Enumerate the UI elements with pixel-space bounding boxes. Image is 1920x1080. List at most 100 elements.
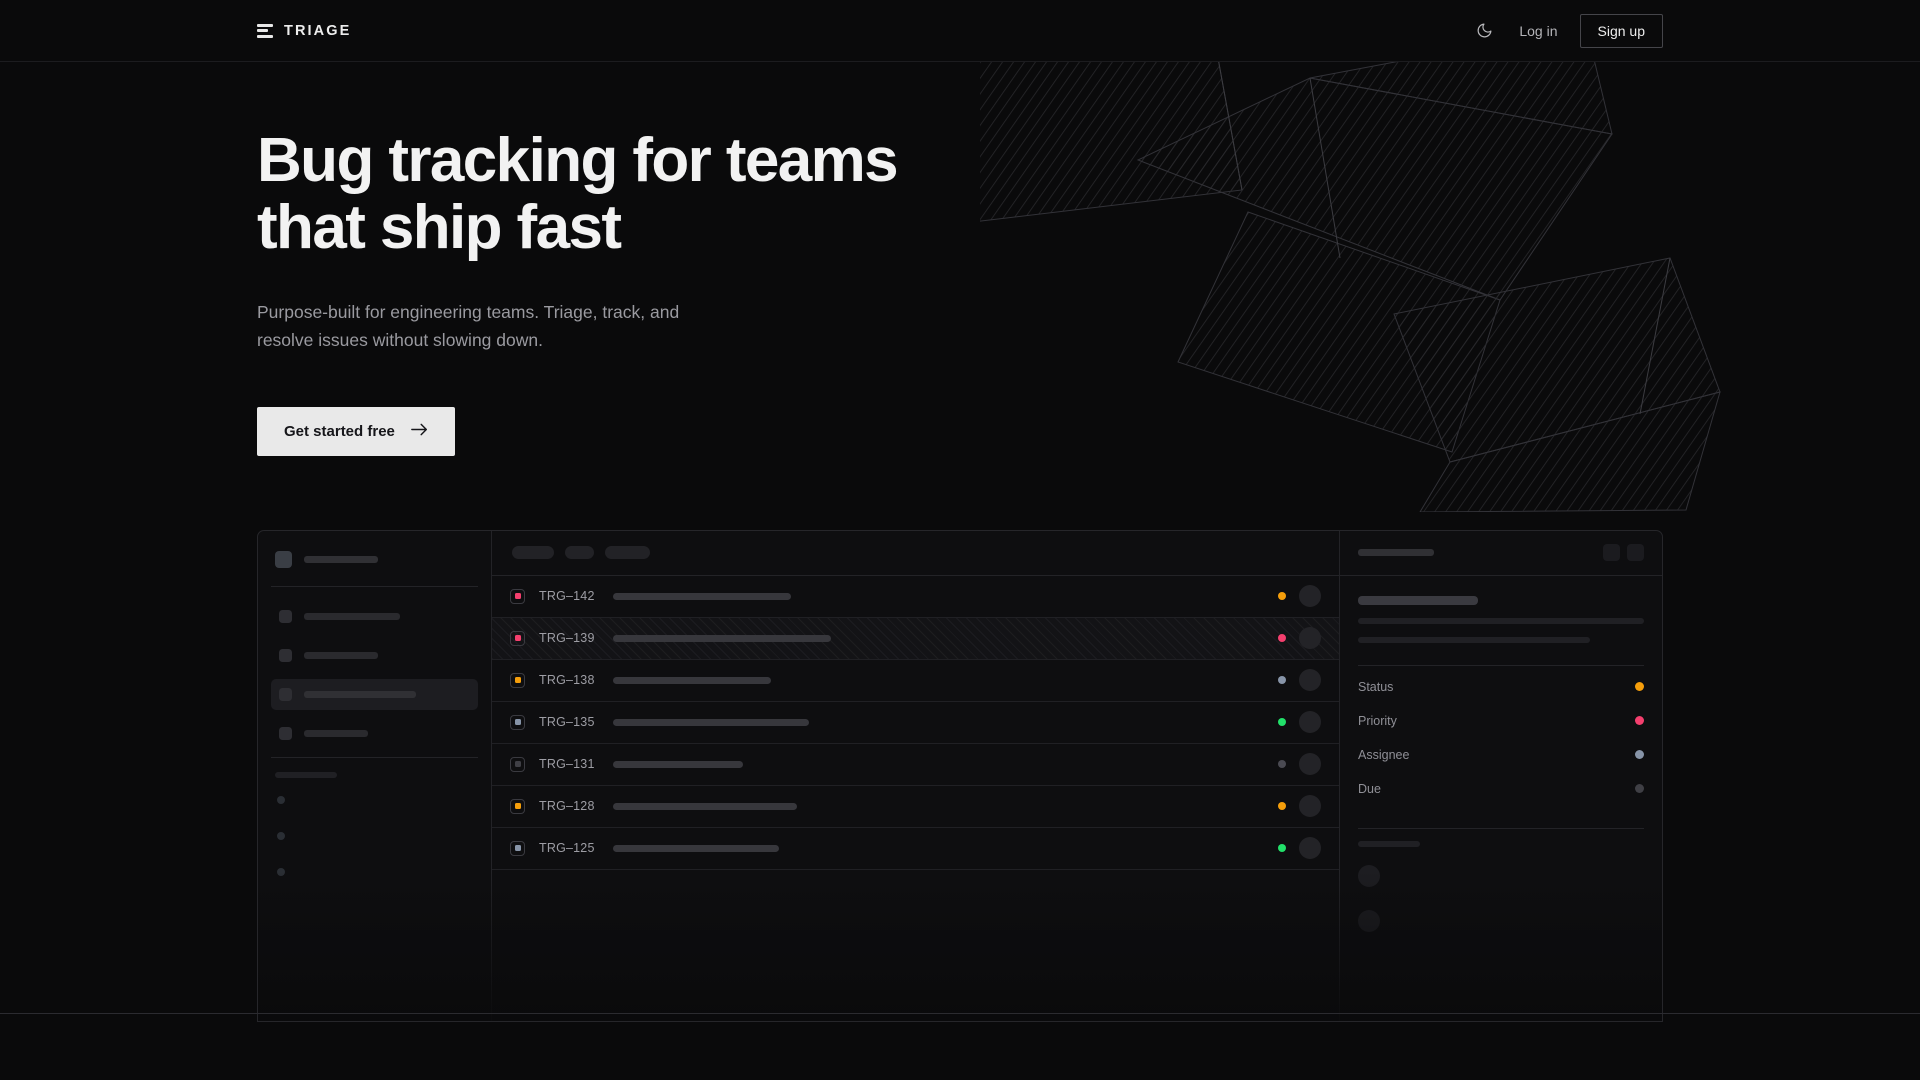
detail-meta-label: Assignee (1358, 747, 1410, 762)
hero-section: Bug tracking for teams that ship fast Pu… (257, 62, 1663, 456)
issue-title-placeholder (613, 634, 831, 642)
signup-button[interactable]: Sign up (1579, 13, 1663, 48)
detail-meta-assignee[interactable]: Assignee (1358, 738, 1644, 772)
activity-avatar-0[interactable] (1358, 864, 1380, 887)
detail-meta-due[interactable]: Due (1358, 772, 1644, 806)
brand-logo[interactable]: TRIAGE (257, 23, 351, 39)
avatar[interactable] (1299, 795, 1321, 818)
sidebar-item-2[interactable] (271, 678, 478, 710)
moon-icon[interactable] (1471, 18, 1497, 44)
sidebar-sub-item-1[interactable] (277, 831, 285, 840)
get-started-button[interactable]: Get started free (257, 406, 455, 456)
sidebar-item-label (304, 729, 368, 737)
workspace-switcher[interactable] (271, 545, 478, 584)
table-row[interactable]: TRG–138 (492, 660, 1339, 702)
avatar[interactable] (1299, 627, 1321, 650)
detail-activity-label (1358, 840, 1420, 847)
table-row[interactable]: TRG–128 (492, 786, 1339, 828)
issue-title-placeholder (613, 760, 743, 768)
sidebar-sub-item-2[interactable] (277, 867, 285, 876)
hero-heading-line1: Bug tracking for teams (257, 126, 899, 195)
avatar[interactable] (1299, 711, 1321, 734)
detail-meta-status[interactable]: Status (1358, 670, 1644, 704)
sidebar-item-1[interactable] (271, 640, 478, 671)
status-badge (1278, 634, 1286, 643)
issue-id: TRG–125 (539, 841, 595, 856)
issue-title-placeholder (613, 802, 797, 810)
sidebar-divider-bottom (271, 756, 478, 758)
priority-indicator (510, 798, 525, 814)
toolbar-control-1[interactable] (565, 546, 594, 560)
detail-action-button-0[interactable] (1603, 544, 1620, 562)
detail-meta-label: Due (1358, 781, 1381, 796)
page-title: Bug tracking for teams that ship fast (257, 126, 977, 262)
table-row[interactable]: TRG–135 (492, 702, 1339, 744)
workspace-avatar (275, 550, 292, 568)
status-badge (1278, 802, 1286, 811)
issue-id: TRG–138 (539, 673, 595, 688)
arrow-right-icon (411, 423, 428, 440)
table-row[interactable]: TRG–125 (492, 828, 1339, 870)
sidebar-sub-item-0[interactable] (277, 795, 285, 804)
detail-meta-label: Status (1358, 679, 1394, 694)
detail-action-button-1[interactable] (1627, 544, 1644, 562)
priority-indicator (510, 840, 525, 856)
hero-subheading: Purpose-built for engineering teams. Tri… (257, 301, 680, 351)
detail-meta-priority[interactable]: Priority (1358, 704, 1644, 738)
status-badge (1278, 760, 1286, 769)
list-toolbar (492, 531, 1339, 576)
mock-sidebar (258, 530, 492, 1021)
status-badge (1278, 844, 1286, 853)
status-badge (1278, 718, 1286, 727)
detail-header-title-placeholder (1358, 549, 1434, 557)
detail-meta-label: Priority (1358, 713, 1397, 728)
sidebar-section-label (275, 771, 337, 778)
table-row[interactable]: TRG–131 (492, 744, 1339, 786)
table-row[interactable]: TRG–139 (492, 617, 1339, 660)
avatar[interactable] (1299, 837, 1321, 860)
toolbar-control-2[interactable] (605, 546, 650, 560)
detail-body-line-1 (1358, 636, 1590, 643)
cta-label: Get started free (284, 422, 395, 440)
issue-id: TRG–128 (539, 799, 595, 814)
status-badge (1278, 676, 1286, 685)
issue-title-placeholder (613, 676, 771, 684)
page-footer-rule (0, 1013, 1920, 1014)
avatar[interactable] (1299, 585, 1321, 608)
hero-heading-line2: that ship fast (257, 192, 622, 262)
detail-meta-value-dot (1635, 682, 1644, 692)
avatar[interactable] (1299, 753, 1321, 776)
issue-title-placeholder (613, 718, 809, 726)
sidebar-item-label (304, 690, 416, 698)
detail-header (1340, 531, 1662, 576)
detail-meta-value-dot (1635, 784, 1644, 794)
activity-avatar-1[interactable] (1358, 909, 1380, 932)
issue-title-placeholder (613, 844, 779, 852)
workspace-name-placeholder (304, 555, 378, 563)
detail-meta-value-dot (1635, 750, 1644, 760)
issue-id: TRG–139 (539, 631, 595, 646)
login-link[interactable]: Log in (1519, 22, 1558, 39)
issue-title-placeholder (613, 592, 791, 600)
sidebar-item-3[interactable] (271, 718, 478, 749)
sidebar-item-label (304, 612, 400, 620)
toolbar-control-0[interactable] (512, 546, 554, 560)
sidebar-item-icon (279, 726, 292, 740)
priority-indicator (510, 588, 525, 604)
priority-indicator (510, 672, 525, 688)
priority-indicator (510, 630, 525, 646)
sidebar-item-icon (279, 687, 292, 701)
sidebar-item-0[interactable] (271, 601, 478, 632)
detail-divider-2 (1358, 827, 1644, 829)
issue-id: TRG–135 (539, 715, 595, 730)
status-badge (1278, 592, 1286, 601)
avatar[interactable] (1299, 669, 1321, 692)
priority-indicator (510, 714, 525, 730)
table-row[interactable]: TRG–142 (492, 576, 1339, 618)
sidebar-divider-top (271, 585, 478, 587)
detail-body-line-0 (1358, 617, 1644, 624)
sidebar-item-icon (279, 648, 292, 662)
priority-indicator (510, 756, 525, 772)
